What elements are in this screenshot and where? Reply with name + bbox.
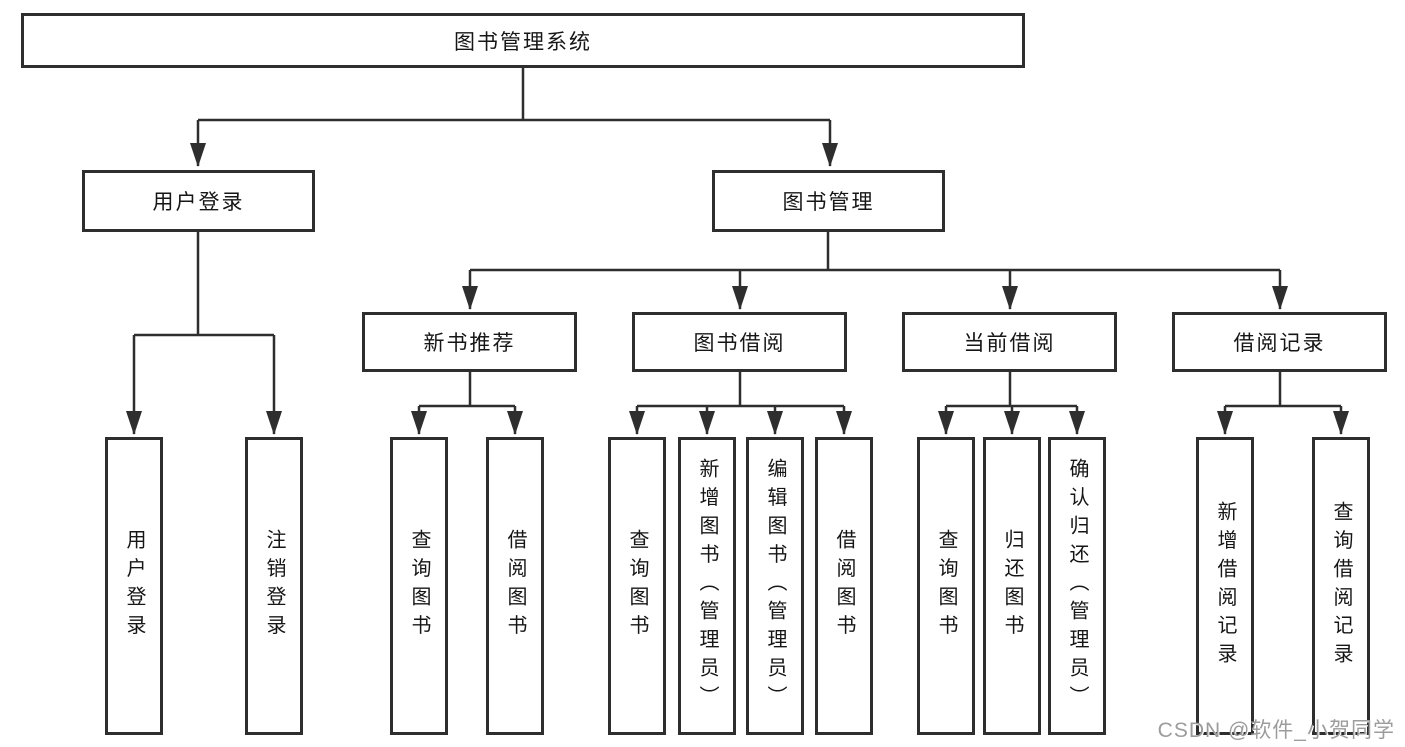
leaf-label: 查询图书 [626,529,648,643]
leaf-label: 新增借阅记录 [1214,500,1236,672]
leaf-label: 新增图书（管理员） [696,458,718,714]
leaf-borrow-query-book: 查询图书 [608,437,666,735]
leaf-label: 归还图书 [1001,529,1023,643]
leaf-label: 查询借阅记录 [1330,500,1352,672]
leaf-label: 确认归还（管理员） [1066,458,1088,714]
leaf-records-query-record: 查询借阅记录 [1312,437,1370,735]
leaf-recommend-query-book: 查询图书 [390,437,448,735]
leaf-current-query-book: 查询图书 [917,437,975,735]
node-label: 图书借阅 [693,332,786,355]
csdn-watermark: CSDN @软件_小贺同学 [1157,719,1395,742]
node-new-book-recommend: 新书推荐 [362,312,577,372]
node-label: 当前借阅 [963,332,1056,355]
leaf-user-login: 用户登录 [105,437,163,735]
leaf-current-confirm-return-admin: 确认归还（管理员） [1048,437,1106,735]
leaf-recommend-borrow-book: 借阅图书 [486,437,544,735]
node-borrow-records: 借阅记录 [1172,312,1387,372]
node-label: 用户登录 [152,191,245,214]
leaf-borrow-edit-book-admin: 编辑图书（管理员） [746,437,804,735]
leaf-current-return-book: 归还图书 [983,437,1041,735]
leaf-label: 借阅图书 [504,529,526,643]
node-root-system: 图书管理系统 [21,13,1025,68]
leaf-label: 注销登录 [263,529,285,643]
node-user-login: 用户登录 [82,170,315,232]
leaf-label: 查询图书 [408,529,430,643]
node-book-borrow: 图书借阅 [632,312,847,372]
leaf-borrow-borrow-book: 借阅图书 [815,437,873,735]
leaf-label: 编辑图书（管理员） [764,458,786,714]
node-label: 图书管理系统 [454,30,592,54]
leaf-label: 用户登录 [123,529,145,643]
node-label: 新书推荐 [423,332,516,355]
node-label: 借阅记录 [1233,332,1326,355]
node-book-management: 图书管理 [712,170,945,232]
node-label: 图书管理 [782,191,875,214]
leaf-records-add-record: 新增借阅记录 [1196,437,1254,735]
node-current-borrow: 当前借阅 [902,312,1117,372]
leaf-label: 借阅图书 [833,529,855,643]
leaf-label: 查询图书 [935,529,957,643]
leaf-borrow-add-book-admin: 新增图书（管理员） [678,437,736,735]
leaf-logout: 注销登录 [245,437,303,735]
